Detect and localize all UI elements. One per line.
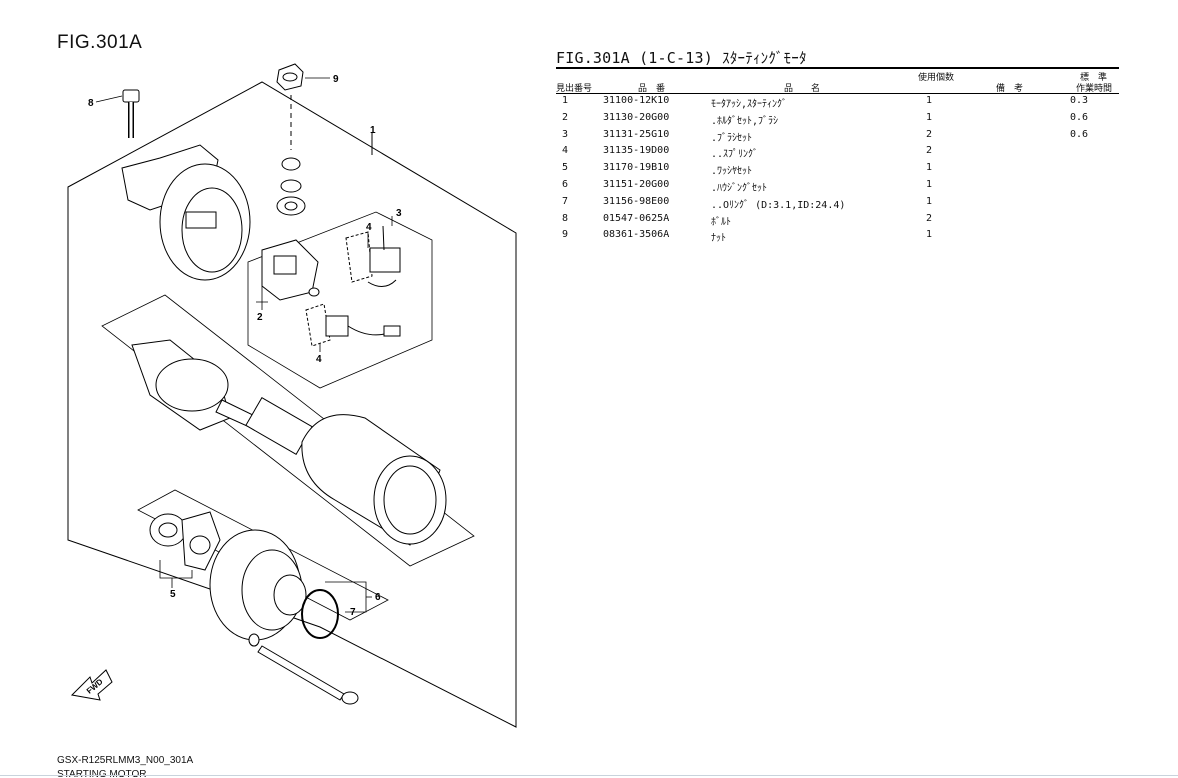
- callout-9: 9: [333, 74, 339, 85]
- parts-list-title: FIG.301A (1-C-13) ｽﾀｰﾃｨﾝｸﾞﾓｰﾀ: [556, 49, 807, 67]
- long-bolt: [248, 633, 359, 705]
- header-qty: 使用個数: [918, 73, 955, 83]
- callout-2: 2: [257, 312, 263, 323]
- fwd-arrow-icon: FWD: [70, 669, 113, 701]
- bolt-8: [122, 89, 140, 138]
- exploded-parts-diagram: 1 2 3 4 4 5 6 7 8 9 FWD: [67, 63, 517, 728]
- header-std-time-top: 標 準: [1080, 73, 1108, 83]
- footer-code: GSX-R125RLMM3_N00_301A: [57, 755, 194, 766]
- armature-plane: [101, 294, 475, 567]
- armature: [131, 339, 313, 456]
- assembly-outline: [67, 81, 517, 728]
- washer-set: [149, 511, 221, 571]
- header-part-no: 品 番: [638, 84, 666, 94]
- yoke: [301, 414, 447, 546]
- front-bracket: [121, 144, 251, 281]
- brush-set: [305, 225, 401, 347]
- callout-3: 3: [396, 208, 402, 219]
- callout-4a: 4: [366, 222, 372, 233]
- brush-set-outline: [247, 211, 433, 389]
- header-std-time-bottom: 作業時間: [1076, 84, 1113, 94]
- callout-7: 7: [350, 607, 356, 618]
- o-ring: [301, 589, 339, 639]
- callout-8: 8: [88, 98, 94, 109]
- figure-label: FIG.301A: [57, 32, 143, 53]
- rear-housing: [209, 529, 307, 641]
- page-bottom-divider: [0, 775, 1178, 776]
- header-ref-no: 見出番号: [556, 84, 593, 94]
- nut-9: [276, 63, 304, 91]
- footer-subtitle: STARTING MOTOR: [57, 769, 147, 777]
- callout-4b: 4: [316, 354, 322, 365]
- callout-1: 1: [370, 125, 376, 136]
- parts-table-header: 見出番号 品 番 品 名 使用個数 備 考 標 準 作業時間: [556, 67, 1119, 94]
- callout-6: 6: [375, 592, 381, 603]
- header-name: 品 名: [784, 84, 821, 94]
- header-remarks: 備 考: [996, 84, 1024, 94]
- callout-5: 5: [170, 589, 176, 600]
- brush-holder: [261, 239, 320, 301]
